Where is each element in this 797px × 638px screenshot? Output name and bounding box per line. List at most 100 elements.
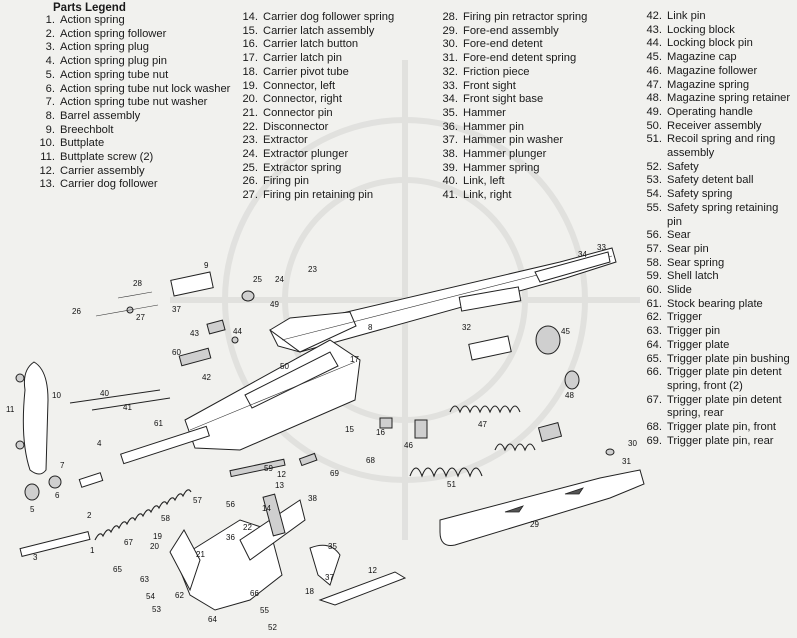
legend-item-number: 57. <box>646 242 662 255</box>
legend-item-number: 17. <box>242 52 258 65</box>
legend-item-number: 66. <box>646 366 662 379</box>
legend-item-number: 38. <box>442 148 458 161</box>
legend-item-number: 5. <box>45 68 55 81</box>
legend-item: 55.Safety spring retaining pin <box>640 202 795 229</box>
legend-item: 40.Link, left <box>436 175 636 189</box>
callout-17: 17 <box>350 355 359 364</box>
callout-60: 60 <box>172 348 181 357</box>
links <box>69 389 171 411</box>
legend-item: 52.Safety <box>640 161 795 175</box>
legend-item-number: 43. <box>646 23 662 36</box>
legend-item-number: 20. <box>242 93 258 106</box>
legend-item-number: 52. <box>646 160 662 173</box>
legend-item-label: Locking block <box>667 23 735 36</box>
legend-item: 25.Extractor spring <box>236 162 436 176</box>
legend-item-label: Fore-end assembly <box>463 24 559 37</box>
legend-item-label: Action spring follower <box>60 27 167 40</box>
legend-item: 21.Connector pin <box>236 107 436 121</box>
callout-5: 5 <box>30 505 35 514</box>
callout-50: 50 <box>280 362 289 371</box>
legend-item: 38.Hammer plunger <box>436 148 636 162</box>
legend-item: 24.Extractor plunger <box>236 148 436 162</box>
legend-item-number: 27. <box>242 189 258 202</box>
legend-item-number: 13. <box>39 178 55 191</box>
action-spring-tube <box>19 425 210 557</box>
callout-26: 26 <box>72 307 81 316</box>
legend-item-label: Carrier latch pin <box>263 52 342 65</box>
legend-item: 6.Action spring tube nut lock washer <box>33 83 233 97</box>
legend-item: 2.Action spring follower <box>33 28 233 42</box>
legend-item-number: 24. <box>242 148 258 161</box>
legend-item-number: 53. <box>646 174 662 187</box>
legend-item-label: Slide <box>667 284 692 297</box>
legend-item: 37.Hammer pin washer <box>436 134 636 148</box>
buttplate <box>15 361 49 475</box>
legend-item-number: 26. <box>242 175 258 188</box>
callout-15: 15 <box>345 425 354 434</box>
legend-item: 61.Stock bearing plate <box>640 298 795 312</box>
legend-item: 54.Safety spring <box>640 188 795 202</box>
legend-item-label: Buttplate screw (2) <box>60 151 154 164</box>
callout-7: 7 <box>60 461 65 470</box>
legend-item: 18.Carrier pivot tube <box>236 66 436 80</box>
legend-item-label: Safety spring <box>667 188 733 201</box>
legend-item-label: Carrier latch assembly <box>263 24 375 37</box>
callout-19: 19 <box>153 532 162 541</box>
legend-item-number: 64. <box>646 338 662 351</box>
legend-item-number: 37. <box>442 134 458 147</box>
legend-item-number: 15. <box>242 24 258 37</box>
callout-45: 45 <box>561 327 570 336</box>
legend-item-number: 12. <box>39 164 55 177</box>
legend-item-label: Trigger <box>667 311 703 324</box>
legend-item-number: 32. <box>442 65 458 78</box>
legend-item-label: Safety detent ball <box>667 174 754 187</box>
legend-item-number: 63. <box>646 325 662 338</box>
legend-item-label: Carrier dog follower <box>60 178 158 191</box>
callout-32: 32 <box>462 323 471 332</box>
legend-item-label: Connector pin <box>263 106 333 119</box>
legend-item: 63.Trigger pin <box>640 325 795 339</box>
legend-item-label: Recoil spring and ring assembly <box>667 133 776 160</box>
legend-item: 19.Connector, left <box>236 80 436 94</box>
legend-item: 59.Shell latch <box>640 270 795 284</box>
legend-item-number: 22. <box>242 120 258 133</box>
legend-item-number: 49. <box>646 105 662 118</box>
callout-62: 62 <box>175 591 184 600</box>
breechbolt <box>170 271 255 302</box>
callout-25: 25 <box>253 275 262 284</box>
legend-item-number: 41. <box>442 189 458 202</box>
callout-12b: 12 <box>368 566 377 575</box>
callout-21: 21 <box>196 550 205 559</box>
legend-item-number: 7. <box>45 96 55 109</box>
legend-item-label: Action spring plug <box>60 41 149 54</box>
callout-1: 1 <box>90 546 95 555</box>
legend-item: 66.Trigger plate pin detent spring, fron… <box>640 366 795 393</box>
legend-item-number: 50. <box>646 119 662 132</box>
legend-item: 68.Trigger plate pin, front <box>640 421 795 435</box>
legend-item-number: 68. <box>646 421 662 434</box>
legend-item: 16.Carrier latch button <box>236 38 436 52</box>
callout-37a: 37 <box>172 305 181 314</box>
legend-item-label: Disconnector <box>263 120 329 133</box>
legend-item-number: 34. <box>442 93 458 106</box>
legend-item-label: Carrier assembly <box>60 164 145 177</box>
legend-item-label: Magazine cap <box>667 51 737 64</box>
legend-item: 67.Trigger plate pin detent spring, rear <box>640 394 795 421</box>
legend-item: 34.Front sight base <box>436 93 636 107</box>
callout-52: 52 <box>268 623 277 632</box>
legend-item-label: Action spring tube nut washer <box>60 96 208 109</box>
callout-36: 36 <box>226 533 235 542</box>
magazine-tube <box>458 286 580 390</box>
legend-item-label: Fore-end detent <box>463 38 543 51</box>
callout-10: 10 <box>52 391 61 400</box>
legend-item: 15. Carrier latch assembly <box>236 25 436 39</box>
callout-12a: 12 <box>277 470 286 479</box>
legend-item-label: Connector, right <box>263 93 342 106</box>
legend-item: 48.Magazine spring retainer <box>640 92 795 106</box>
legend-item: 8.Barrel assembly <box>33 110 233 124</box>
legend-item: 44.Locking block pin <box>640 37 795 51</box>
legend-item: 7. Action spring tube nut washer <box>33 96 233 110</box>
